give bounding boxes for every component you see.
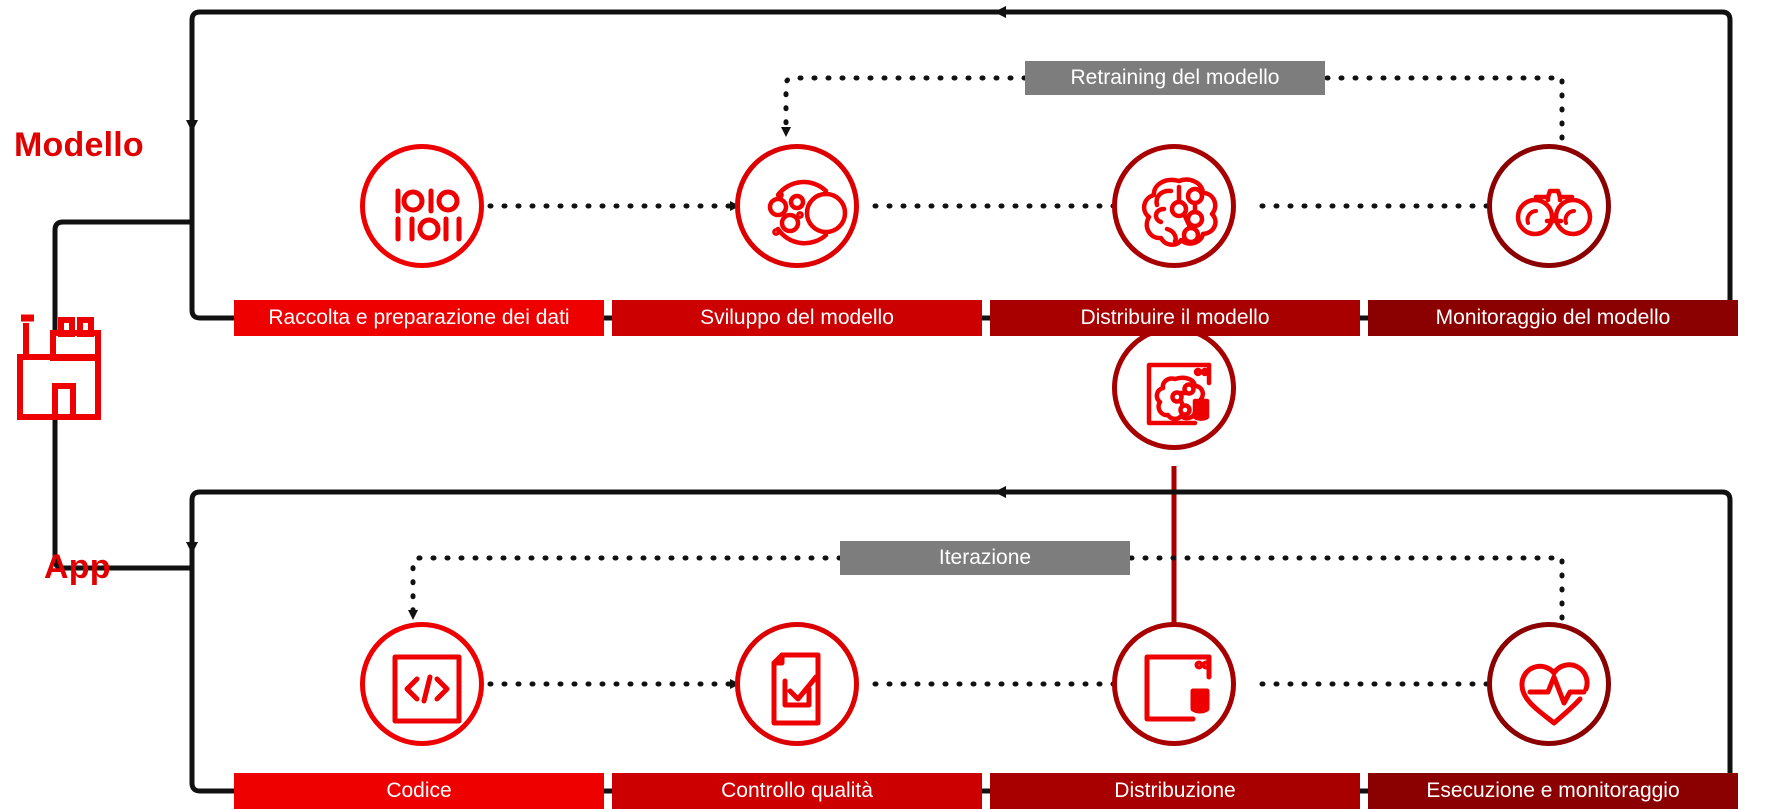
stage-label-model-3[interactable]: Distribuire il modello [990,300,1360,336]
stage-label-app-4[interactable]: Esecuzione e monitoraggio [1368,773,1738,809]
model-dev-icon [767,179,848,246]
factory-icon [17,314,101,420]
document-check-icon [771,652,821,726]
node-app-4[interactable] [1487,622,1611,746]
stage-label-model-4[interactable]: Monitoraggio del modello [1368,300,1738,336]
retraining-loop-label: Retraining del modello [1025,61,1325,95]
node-app-3[interactable] [1112,622,1236,746]
node-app-1[interactable] [360,622,484,746]
node-model-3[interactable] [1112,144,1236,268]
stage-label-app-1[interactable]: Codice [234,773,604,809]
binoculars-icon [1515,188,1593,237]
node-model-4[interactable] [1487,144,1611,268]
lane-title-app: App [44,548,111,586]
node-model-2[interactable] [735,144,859,268]
binary-data-icon [395,188,462,242]
stage-label-model-1[interactable]: Raccolta e preparazione dei dati [234,300,604,336]
brain-icon [1141,177,1218,247]
heart-pulse-icon [1519,662,1590,726]
node-model-1[interactable] [360,144,484,268]
node-app-2[interactable] [735,622,859,746]
node-bridge-deploy[interactable] [1112,326,1236,450]
app-shield-icon [1144,654,1212,722]
stage-label-model-2[interactable]: Sviluppo del modello [612,300,982,336]
stage-label-app-2[interactable]: Controllo qualità [612,773,982,809]
code-brackets-icon [392,654,462,724]
iteration-loop-label: Iterazione [840,541,1130,575]
stage-label-app-3[interactable]: Distribuzione [990,773,1360,809]
retraining-loop-path [781,75,1565,155]
lane-title-model: Modello [14,126,144,164]
factory-feeder-lines [52,219,192,571]
iteration-loop-path [408,555,1565,635]
model-deploy-shield-icon [1146,362,1212,426]
